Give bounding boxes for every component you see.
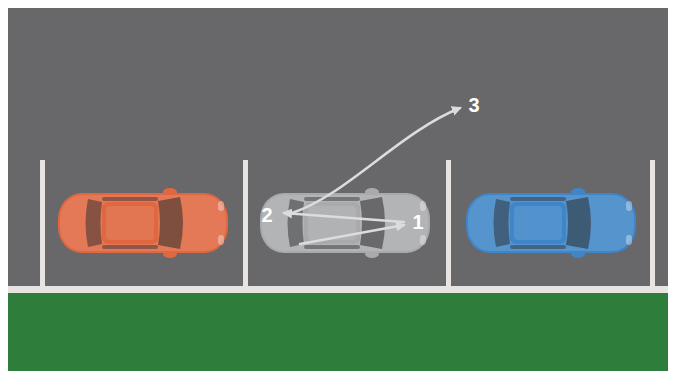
callout-number: 3 — [468, 95, 479, 115]
parking-lines — [40, 160, 655, 287]
callout-number: 2 — [261, 205, 272, 225]
callout-number: 1 — [412, 212, 423, 232]
orange-car — [58, 188, 228, 258]
asphalt — [8, 8, 668, 286]
silver-car — [260, 188, 430, 258]
grass — [8, 293, 668, 371]
curb-line — [8, 286, 668, 293]
maneuver-arrows — [284, 108, 460, 244]
blue-car — [466, 188, 636, 258]
